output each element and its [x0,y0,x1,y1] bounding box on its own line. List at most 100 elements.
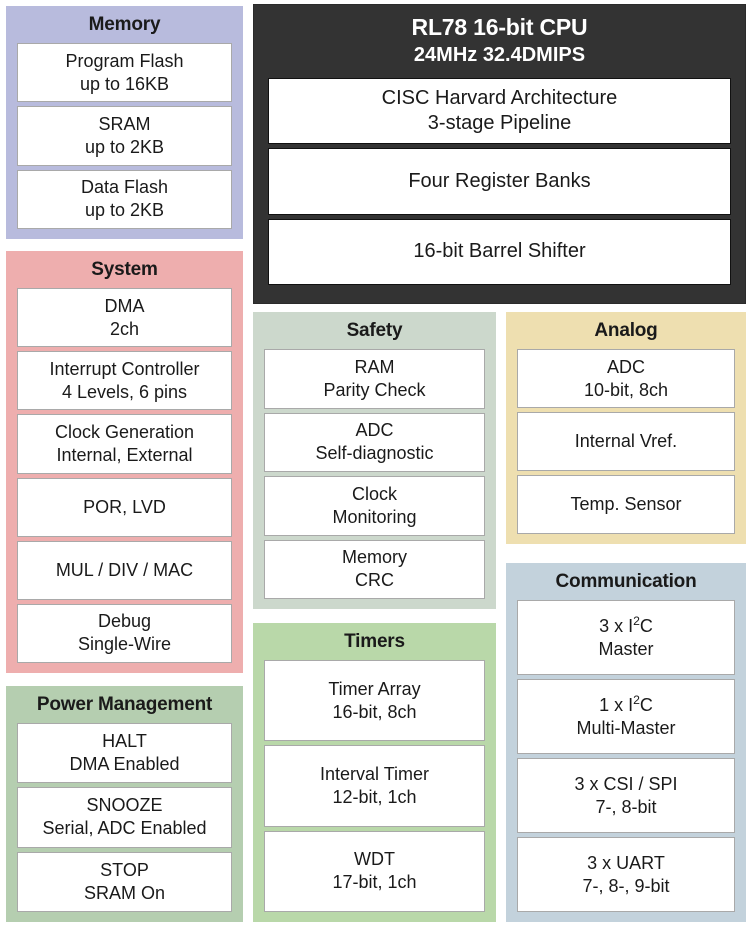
block-line1: 3 x UART [587,852,665,873]
block-stop: STOP SRAM On [17,851,232,912]
panel-cells-cpu: CISC Harvard Architecture 3-stage Pipeli… [268,78,731,289]
block-line2: up to 16KB [79,73,170,94]
block-line2: 10-bit, 8ch [583,379,669,400]
block-line2: Parity Check [323,379,426,400]
panel-power-management: Power Management HALT DMA Enabled SNOOZE… [6,686,243,922]
block-line2: 16-bit, 8ch [332,701,417,722]
block-sram: SRAM up to 2KB [17,106,232,166]
panel-communication: Communication 3 x I2C Master 1 x I2C Mul… [506,563,746,922]
block-line1: Interrupt Controller [49,358,200,379]
block-line2: Monitoring [332,506,417,527]
block-por-lvd: POR, LVD [17,477,232,537]
block-memory-crc: Memory CRC [264,539,485,599]
panel-cells-power-management: HALT DMA Enabled SNOOZE Serial, ADC Enab… [17,723,232,912]
block-line2: Internal, External [56,444,193,465]
block-dma: DMA 2ch [17,288,232,348]
block-cisc-harvard-architecture: CISC Harvard Architecture 3-stage Pipeli… [268,78,731,145]
block-line2: up to 2KB [84,136,165,157]
panel-cells-system: DMA 2ch Interrupt Controller 4 Levels, 6… [17,288,232,664]
block-uart: 3 x UART 7-, 8-, 9-bit [517,837,735,912]
block-snooze: SNOOZE Serial, ADC Enabled [17,787,232,848]
block-line2: 7-, 8-bit [595,796,657,817]
block-adc-self-diagnostic: ADC Self-diagnostic [264,412,485,472]
block-mul-div-mac: MUL / DIV / MAC [17,540,232,600]
block-line2: 2ch [109,318,140,339]
block-line2: Serial, ADC Enabled [42,818,207,839]
block-line2: up to 2KB [84,200,165,221]
panel-safety: Safety RAM Parity Check ADC Self-diagnos… [253,312,496,609]
block-data-flash: Data Flash up to 2KB [17,169,232,229]
block-line1: Clock [351,483,397,504]
block-line1: Memory [341,547,407,568]
block-line1: WDT [354,849,395,870]
panel-title-communication: Communication [555,571,697,592]
panel-system: System DMA 2ch Interrupt Controller 4 Le… [6,251,243,673]
panel-title-safety: Safety [346,320,403,341]
block-interrupt-controller: Interrupt Controller 4 Levels, 6 pins [17,351,232,411]
block-program-flash: Program Flash up to 16KB [17,43,232,103]
block-line2: Master [598,638,654,659]
panel-title-memory: Memory [88,14,161,35]
block-line2: SRAM On [83,882,166,903]
block-line1: SRAM [98,113,151,134]
block-barrel-shifter: 16-bit Barrel Shifter [268,218,731,285]
panel-title-system: System [91,259,158,280]
panel-cpu: RL78 16-bit CPU 24MHz 32.4DMIPS CISC Har… [253,4,746,304]
block-line2: 17-bit, 1ch [332,872,417,893]
block-line1: Interval Timer [319,763,430,784]
block-line1: DMA [104,295,145,316]
block-line1: ADC [355,420,394,441]
block-line2: 12-bit, 1ch [332,786,417,807]
block-timer-array: Timer Array 16-bit, 8ch [264,660,485,742]
panel-cells-safety: RAM Parity Check ADC Self-diagnostic Clo… [264,349,485,599]
block-wdt: WDT 17-bit, 1ch [264,830,485,912]
block-line2: 7-, 8-, 9-bit [582,875,670,896]
block-interval-timer: Interval Timer 12-bit, 1ch [264,745,485,827]
block-line1: POR, LVD [83,496,166,517]
panel-title-power-management: Power Management [36,694,213,715]
block-clock-monitoring: Clock Monitoring [264,476,485,536]
panel-subtitle-cpu: 24MHz 32.4DMIPS [413,44,586,66]
block-line1: CISC Harvard Architecture [381,87,618,110]
block-line1: Data Flash [80,177,169,198]
block-line1: Program Flash [65,50,184,71]
block-i2c-master: 3 x I2C Master [517,600,735,675]
block-internal-vref: Internal Vref. [517,412,735,471]
block-line1: Temp. Sensor [570,494,682,514]
block-i2c-multi-master: 1 x I2C Multi-Master [517,679,735,754]
block-line1: STOP [100,859,149,880]
block-line1: Timer Array [328,678,421,699]
panel-cells-memory: Program Flash up to 16KB SRAM up to 2KB … [17,43,232,229]
block-line1: MUL / DIV / MAC [55,559,194,580]
block-line2: DMA Enabled [69,754,180,775]
panel-title-cpu: RL78 16-bit CPU [411,14,588,40]
block-temp-sensor: Temp. Sensor [517,475,735,534]
panel-memory: Memory Program Flash up to 16KB SRAM up … [6,6,243,239]
block-line1: SNOOZE [86,795,163,816]
block-line1: ADC [606,356,645,377]
panel-title-analog: Analog [594,320,658,341]
block-line1: RAM [354,356,395,377]
block-debug: Debug Single-Wire [17,603,232,664]
panel-cells-communication: 3 x I2C Master 1 x I2C Multi-Master 3 x … [517,600,735,912]
block-halt: HALT DMA Enabled [17,723,232,784]
panel-cells-analog: ADC 10-bit, 8ch Internal Vref. Temp. Sen… [517,349,735,534]
panel-analog: Analog ADC 10-bit, 8ch Internal Vref. Te… [506,312,746,544]
panel-title-timers: Timers [344,631,405,652]
block-line1: 3 x CSI / SPI [574,773,678,794]
block-line1: Internal Vref. [574,431,678,451]
block-line1: Clock Generation [54,421,195,442]
block-clock-generation: Clock Generation Internal, External [17,414,232,474]
block-line1: HALT [102,731,147,752]
block-line1: 16-bit Barrel Shifter [413,240,586,263]
block-line1: 3 x I2C [599,613,653,636]
block-ram-parity-check: RAM Parity Check [264,349,485,409]
block-adc: ADC 10-bit, 8ch [517,349,735,408]
panel-cells-timers: Timer Array 16-bit, 8ch Interval Timer 1… [264,660,485,912]
block-line1: Debug [97,611,152,632]
block-line2: 3-stage Pipeline [427,112,572,135]
block-four-register-banks: Four Register Banks [268,148,731,215]
block-line2: CRC [355,570,394,591]
block-line2: Single-Wire [77,634,172,655]
